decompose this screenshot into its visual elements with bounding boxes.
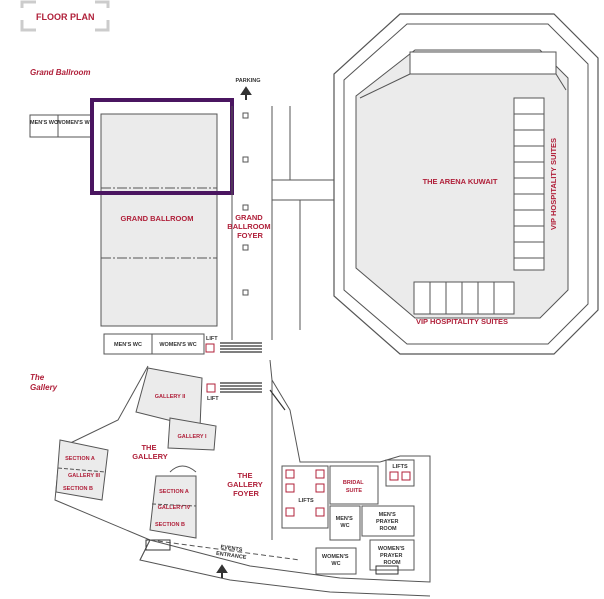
ballroom-foyer-walls (231, 106, 273, 340)
gallery-foyer-label: THE GALLERY FOYER (227, 471, 265, 498)
gallery-iv-room (149, 475, 197, 539)
entrance-arrow-icon (216, 564, 228, 578)
gallery-iii-section-a: SECTION A (65, 456, 95, 462)
gallery-section-title: The Gallery (30, 373, 58, 392)
gallery-i-room (167, 417, 217, 451)
mens-wc-bottom-label: MEN'S WC (114, 342, 142, 348)
grand-ballroom-section-title: Grand Ballroom (30, 68, 90, 77)
lifts-right-label: LIFTS (392, 464, 408, 470)
arena-structure (333, 13, 599, 355)
events-entrance-dashes (149, 539, 301, 561)
header-frame (20, 0, 110, 32)
events-entrance-label: EVENTS ENTRANCE (216, 544, 248, 561)
arena-vip-side-label: VIP HOSPITALITY SUITES (549, 138, 558, 230)
ballroom-foyer-label: GRAND BALLROOM FOYER (227, 213, 272, 240)
womens-wc-bottom (151, 333, 205, 355)
mens-prayer-label: MEN'S PRAYER ROOM (376, 512, 400, 532)
lift-top-square (205, 343, 215, 353)
grand-ballroom-label: GRAND BALLROOM (121, 214, 194, 223)
lift-gallery-square (206, 383, 216, 393)
arena-vip-bottom-label: VIP HOSPITALITY SUITES (416, 317, 508, 326)
bridal-suite-label: BRIDAL SUITE (343, 480, 365, 494)
lifts-center-label: LIFTS (298, 498, 314, 504)
stairs-womens-area (375, 565, 399, 575)
gallery-iv-label: GALLERY IV (158, 505, 191, 511)
arena-connector (272, 106, 335, 330)
page-title: FLOOR PLAN (36, 12, 95, 22)
bridal-suite-room (329, 465, 379, 505)
womens-wc-bottom-label: WOMEN'S WC (159, 342, 196, 348)
womens-wc-gallery-label: WOMEN'S WC (322, 554, 350, 567)
stairs-gallery (220, 382, 286, 411)
parking-label: PARKING (236, 78, 261, 84)
stairs-top (220, 342, 262, 353)
gallery-stairs-bottom (145, 539, 171, 551)
the-gallery-label: THE GALLERY (132, 443, 168, 461)
mens-wc-top-label: MEN'S WC (30, 120, 58, 126)
womens-wc-gallery (315, 547, 357, 575)
womens-wc-top-label: WOMEN'S WC (56, 120, 93, 126)
mens-wc-top (29, 114, 59, 138)
gallery-core-curve (169, 465, 197, 473)
womens-prayer-room (369, 539, 415, 571)
parking-arrow-icon (240, 86, 252, 100)
lift-label-gallery: LIFT (207, 396, 219, 402)
gallery-iv-section-b: SECTION B (155, 522, 185, 528)
gallery-iv-section-a: SECTION A (159, 489, 189, 495)
grand-ballroom-room (100, 113, 218, 327)
gallery-iii-section-b: SECTION B (63, 486, 93, 492)
womens-wc-top (57, 114, 94, 138)
mens-wc-gallery-label: MEN'S WC (336, 516, 355, 529)
gallery-ii-label: GALLERY II (155, 394, 186, 400)
mens-wc-gallery (329, 505, 361, 541)
gallery-iii-label: GALLERY III (68, 473, 101, 479)
womens-prayer-label: WOMEN'S PRAYER ROOM (378, 546, 406, 566)
lift-label-top: LIFT (206, 336, 218, 342)
arena-name-label: THE ARENA KUWAIT (423, 177, 498, 186)
mens-prayer-room (361, 505, 415, 537)
gallery-i-label: GALLERY I (177, 434, 207, 440)
